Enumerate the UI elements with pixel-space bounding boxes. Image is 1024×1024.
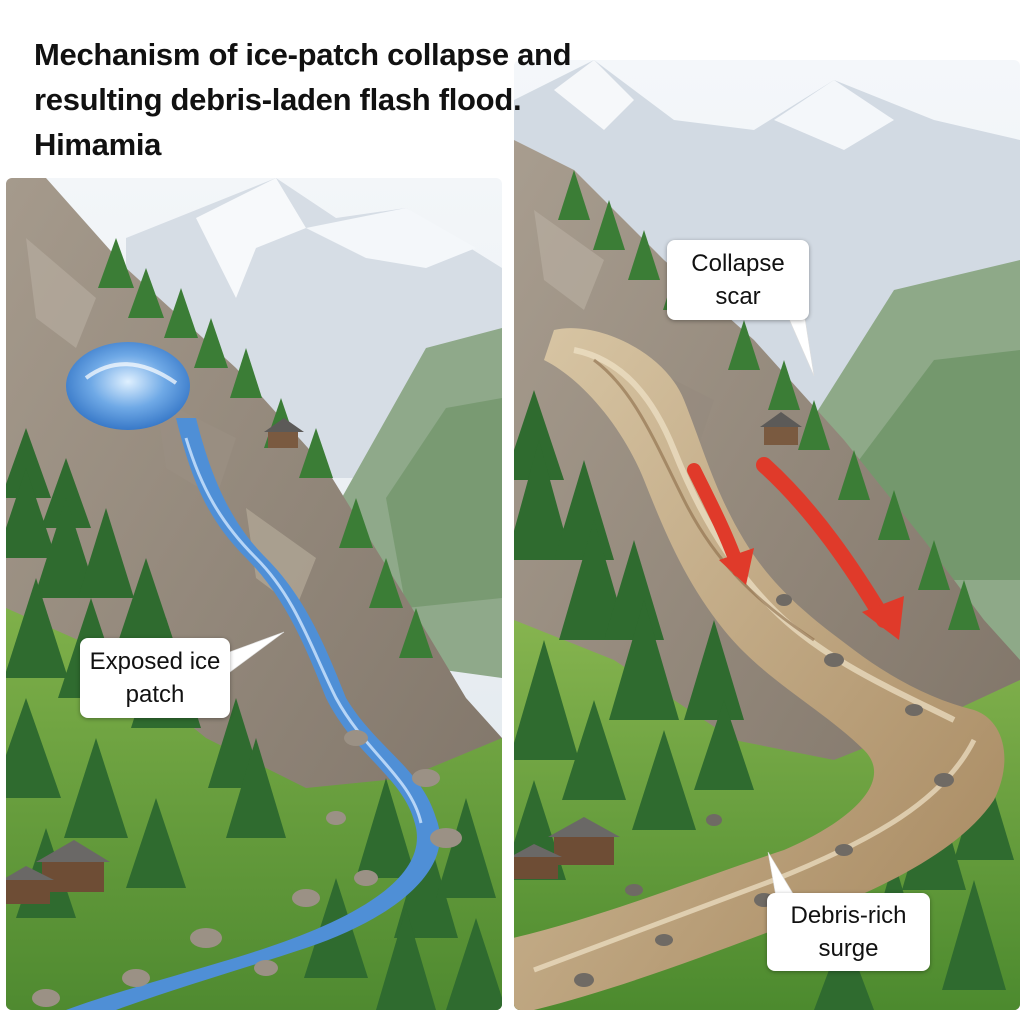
before-illustration [6, 178, 502, 1010]
collapse-scar-pointer [785, 311, 815, 377]
cabins [514, 817, 620, 879]
boulders [574, 594, 954, 987]
debris-rich-surge-label: Debris-rich surge [790, 902, 907, 962]
collapse-scar-callout: Collapse scar [667, 240, 809, 320]
exposed-ice-patch-callout: Exposed ice patch [80, 638, 230, 718]
cabins [6, 840, 110, 904]
exposed-ice-patch-pointer [223, 631, 285, 673]
boulders [32, 730, 462, 1007]
ice-patch-lake [66, 342, 190, 430]
exposed-ice-patch-label: Exposed ice patch [89, 648, 221, 708]
flow-arrows [687, 457, 904, 640]
debris-rich-surge-callout: Debris-rich surge [767, 893, 930, 971]
flow-arrow-right [756, 457, 892, 628]
hut [264, 418, 304, 448]
hut [760, 412, 802, 445]
debris-flow [514, 328, 1005, 1010]
collapse-scar-label: Collapse scar [691, 250, 785, 310]
diagram-title: Mechanism of ice-patch collapse and resu… [34, 37, 572, 162]
left-panel-before [6, 178, 502, 1010]
